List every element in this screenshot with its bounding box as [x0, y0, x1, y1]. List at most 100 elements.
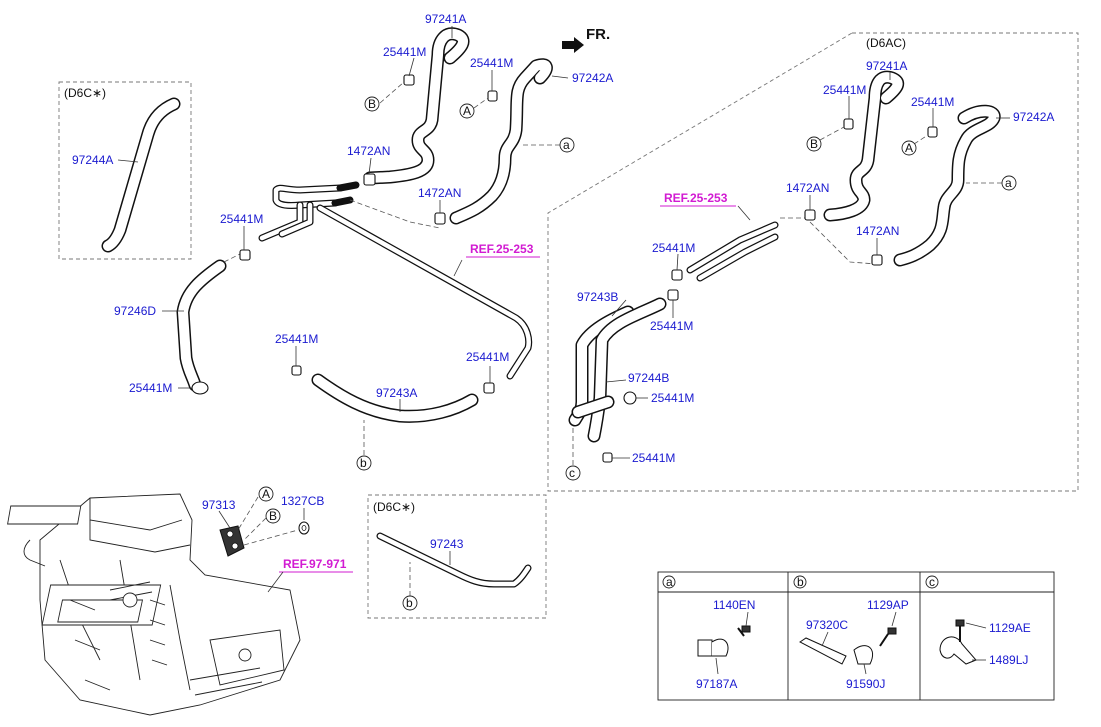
- legend-header-b-circle: [793, 575, 807, 589]
- callout-a-right-circle: [901, 140, 917, 156]
- leader-pipe-dash: [349, 199, 441, 229]
- hose-97243A: [311, 373, 479, 423]
- label-97246D: 97246D: [114, 304, 156, 318]
- label-25441M-low: 25441M: [129, 381, 172, 395]
- leader-dash-B-hvac: [243, 517, 267, 541]
- clamp-1489LJ-icon: [939, 619, 977, 665]
- label-25441M-top2: 25441M: [470, 56, 513, 70]
- label-97241A-right: 97241A: [866, 59, 907, 73]
- pipe-assembly-left: [258, 181, 533, 380]
- leader-1129AE: [965, 622, 987, 629]
- leader-ref-hvac: [267, 571, 284, 593]
- ref-hvac-label: REF.97-971: [283, 557, 347, 571]
- label-97313: 97313: [202, 498, 236, 512]
- leader-dash-a: [473, 97, 489, 109]
- legend-b-97320C: 97320C: [806, 618, 848, 632]
- label-97242A-left: 97242A: [572, 71, 613, 85]
- label-25441M-r2: 25441M: [911, 95, 954, 109]
- callout-a-right-label: A: [905, 141, 913, 155]
- pipe-assembly-right: [686, 221, 779, 282]
- hose-97243: [376, 532, 532, 588]
- label-97243B: 97243B: [577, 290, 618, 304]
- label-97243A: 97243A: [376, 386, 417, 400]
- callout-c-right-circle: [565, 465, 581, 481]
- label-25441M-b: 25441M: [466, 350, 509, 364]
- callout-b-right-circle: [806, 136, 822, 152]
- leader-dash-b-right: [819, 126, 845, 141]
- label-1472AN-r1: 1472AN: [786, 181, 829, 195]
- leader-lines-left: [117, 26, 569, 412]
- hose-97244B: [571, 297, 667, 443]
- callout-b-label: B: [368, 97, 376, 111]
- leader-1129AP: [891, 611, 897, 627]
- leader-91590J: [863, 663, 867, 675]
- callout-a-small-label: a: [563, 138, 570, 152]
- leader-97320C: [821, 631, 829, 647]
- callout-a-circle: [459, 103, 475, 119]
- label-1327CB: 1327CB: [281, 494, 324, 508]
- nut-1327CB-icon: [298, 521, 310, 535]
- label-25441M-mid: 25441M: [220, 212, 263, 226]
- legend-header-c-circle: [925, 575, 939, 589]
- ref-left-label: REF.25-253: [470, 242, 534, 256]
- callout-b-small-circle: [356, 455, 372, 471]
- leader-97246D-dash: [223, 253, 241, 263]
- callout-b-bottom-circle: [402, 595, 418, 611]
- hose-97242A-right: [893, 104, 1001, 267]
- label-97243: 97243: [430, 537, 464, 551]
- label-d6c-bottom: (D6C∗): [373, 500, 415, 514]
- legend-c-1129AE: 1129AE: [989, 621, 1031, 635]
- leader-1140EN: [745, 611, 749, 627]
- leader-dash-b: [379, 81, 405, 104]
- legend-c-1489LJ: 1489LJ: [989, 653, 1028, 667]
- label-1472AN-r2: 1472AN: [856, 224, 899, 238]
- leader-dash-a-right: [913, 134, 929, 145]
- legend-header-c: c: [929, 575, 935, 589]
- legend-b-1129AP: 1129AP: [867, 598, 909, 612]
- hose-97241A-left: [363, 27, 470, 185]
- label-25441M-r6: 25441M: [632, 451, 675, 465]
- leader-dash-nut: [243, 529, 299, 546]
- leader-right-pipe-dash: [780, 217, 877, 265]
- front-direction-label: FR.: [586, 26, 610, 43]
- label-25441M-r1: 25441M: [823, 83, 866, 97]
- label-1472AN-2: 1472AN: [418, 186, 461, 200]
- legend-a-1140EN: 1140EN: [713, 598, 755, 612]
- callout-a-label: A: [463, 104, 471, 118]
- frame-d6c-top: [58, 81, 192, 260]
- frame-d6c-bottom: [367, 494, 547, 619]
- leader-97187A: [715, 657, 719, 675]
- legend-header-a: a: [666, 575, 673, 589]
- label-97242A-right: 97242A: [1013, 110, 1054, 124]
- callout-B-hvac-circle: [265, 508, 281, 524]
- label-1472AN-1: 1472AN: [347, 144, 390, 158]
- leader-97313: [218, 510, 231, 529]
- hose-97242A-left: [449, 58, 553, 225]
- clamp-icon: [602, 118, 938, 463]
- grommet-97313-icon: [219, 525, 245, 557]
- frame-d6ac: [547, 32, 1079, 492]
- legend-table: [657, 571, 1055, 701]
- label-d6ac: (D6AC): [866, 36, 906, 50]
- legend-header-b: b: [797, 575, 804, 589]
- label-97241A-left: 97241A: [425, 12, 466, 26]
- label-25441M-a: 25441M: [275, 332, 318, 346]
- callout-b-small-label: b: [360, 456, 367, 470]
- callout-a-small-right-label: a: [1005, 176, 1012, 190]
- callout-b-bottom-label: b: [406, 596, 413, 610]
- legend-header-a-circle: [662, 575, 676, 589]
- callout-B-hvac-label: B: [269, 509, 277, 523]
- hvac-unit-illustration: [7, 493, 301, 716]
- label-25441M-r5: 25441M: [651, 391, 694, 405]
- callout-c-right-label: c: [569, 466, 575, 480]
- clip-97187A-icon: [697, 625, 751, 657]
- legend-b-91590J: 91590J: [846, 677, 885, 691]
- callout-b-circle: [364, 96, 380, 112]
- leader-lines-right: [605, 72, 1010, 459]
- hose-97244A: [101, 97, 181, 253]
- front-arrow-icon: [562, 37, 584, 53]
- label-d6c-top: (D6C∗): [64, 86, 106, 100]
- label-97244B: 97244B: [628, 371, 669, 385]
- label-25441M-r3: 25441M: [652, 241, 695, 255]
